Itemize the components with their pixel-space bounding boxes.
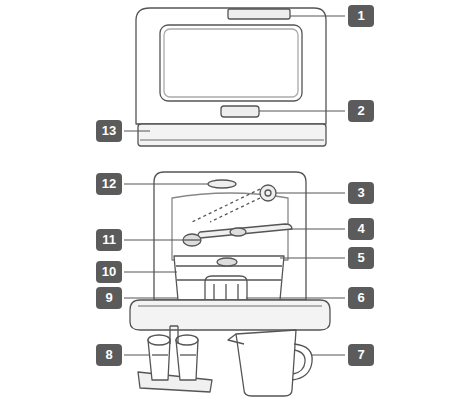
illustration-line [160,25,302,101]
callout-number: 1 [348,5,374,27]
illustration-line [124,298,178,299]
callout-number: 9 [96,287,122,309]
illustration-line [154,172,306,300]
illustration-line [124,184,208,185]
callout-number: 8 [96,344,122,366]
illustration-line [225,284,226,300]
illustration-line [124,131,150,132]
closed-unit [136,8,326,146]
callout-number: 6 [348,287,374,309]
callout-number: 12 [96,173,122,195]
illustration-line [177,279,281,280]
illustration-line [280,258,345,259]
illustration-line [192,189,260,222]
illustration-line [246,298,345,299]
illustration-line [124,272,177,273]
illustration-line [152,354,168,355]
callout-number: 2 [348,100,374,122]
leader-lines [124,16,345,355]
illustration-line [176,335,198,345]
callout-number: 10 [96,261,122,283]
callout-number: 4 [348,218,374,240]
illustration-line [130,300,330,330]
illustration-line [176,340,198,380]
illustration-line [292,344,312,380]
cutlery-basket [138,326,212,392]
illustration-line [138,372,212,392]
illustration-line [124,240,183,241]
illustration-line [124,355,150,356]
illustration-line [198,224,292,238]
callout-number: 13 [96,120,122,142]
illustration-line [183,239,201,240]
illustration-line [140,139,324,140]
illustration-line [213,284,214,300]
illustration-line [170,326,178,344]
illustration-line [217,258,237,266]
illustration-line [236,330,296,396]
illustration-line [260,185,276,201]
illustration-line [138,124,326,146]
illustration-line [210,198,260,222]
illustration-line [183,234,201,246]
callout-number: 5 [348,247,374,269]
illustration-line [228,9,290,19]
callout-number: 7 [348,344,374,366]
illustration-line [290,229,345,230]
illustration-line [265,190,271,196]
illustration-line [276,193,345,194]
illustration-line [290,16,345,17]
illustration-line [221,106,259,117]
illustration-line [228,334,244,344]
illustration-line [208,180,236,188]
illustration-line [174,256,284,300]
illustration-line [230,228,246,236]
illustration-line [205,276,247,300]
illustration-line [136,8,326,124]
illustration-line [148,335,170,345]
measuring-jug [228,330,312,396]
callout-number: 11 [96,229,122,251]
illustration-line [312,355,345,356]
illustration-line [259,111,345,112]
illustration-line [164,29,298,97]
callout-number: 3 [348,182,374,204]
illustration-line [293,350,305,374]
illustration-line [237,284,238,300]
illustration-line [148,340,170,380]
illustration-line [138,305,322,306]
open-unit [130,172,330,330]
illustration-line [180,354,196,355]
